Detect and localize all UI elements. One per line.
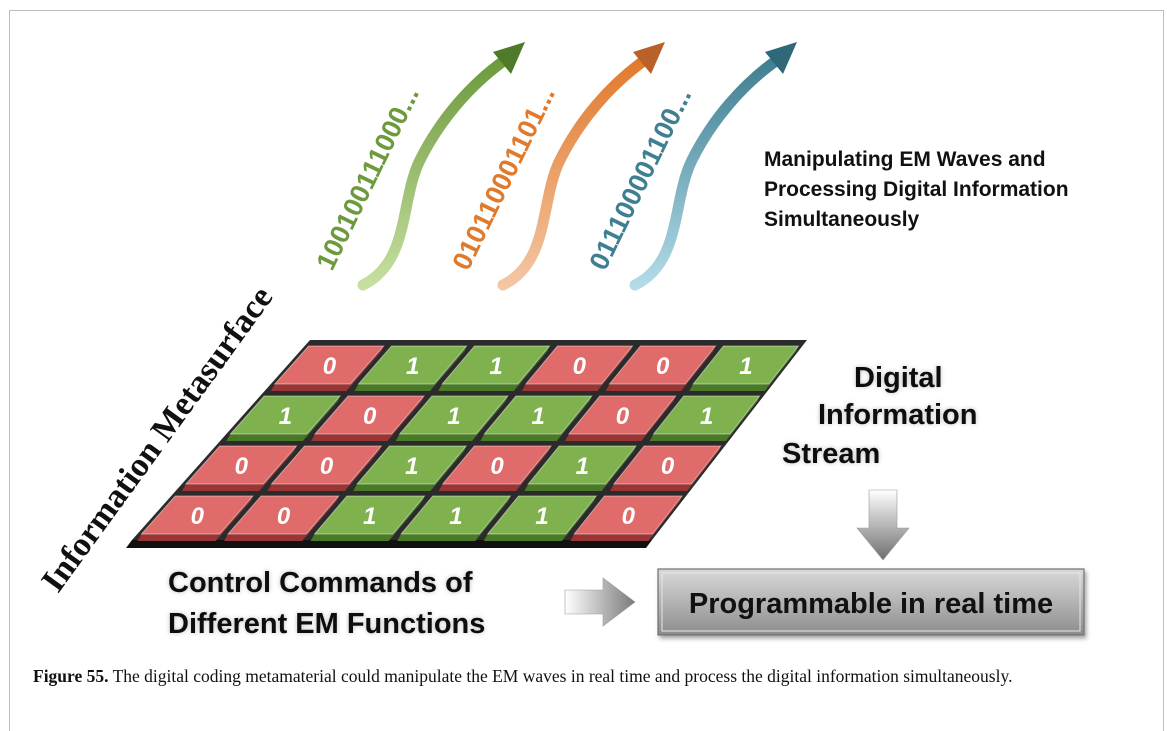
tile-value: 1	[447, 403, 460, 430]
tile-value: 1	[576, 453, 589, 480]
tile-value: 0	[490, 453, 504, 480]
tile-value: 0	[235, 453, 249, 480]
tile-value: 1	[279, 403, 292, 430]
tile-value: 0	[323, 353, 337, 380]
metasurface-tile: 1	[483, 495, 598, 541]
stream-arrowhead-icon	[493, 42, 525, 74]
metasurface-tile: 1	[649, 395, 761, 441]
metasurface-tile: 1	[524, 445, 637, 491]
tile-value: 0	[616, 403, 630, 430]
manipulating-line-2: Processing Digital Information	[764, 178, 1069, 201]
metasurface-tile: 1	[480, 395, 593, 441]
tile-value: 1	[700, 403, 713, 430]
metasurface-tile: 0	[521, 345, 634, 391]
caption-text: The digital coding metamaterial could ma…	[112, 666, 1013, 686]
stream-label-line-2: Information	[818, 399, 978, 431]
arrow-right-icon	[564, 577, 636, 627]
tile-value: 1	[449, 503, 462, 530]
tile-value: 1	[739, 353, 752, 380]
metasurface-tile: 1	[438, 345, 551, 391]
metasurface-diagram: 100100111000...010110001101...0111000011…	[35, 42, 1085, 640]
metasurface-tile: 1	[689, 345, 800, 391]
caption-label: Figure 55.	[33, 666, 109, 686]
metasurface-tile: 0	[181, 445, 298, 491]
control-label-line-2: Different EM Functions	[168, 608, 485, 640]
tile-value: 0	[661, 453, 675, 480]
tile-value: 0	[363, 403, 377, 430]
metasurface-tile: 0	[605, 345, 717, 391]
tile-value: 0	[191, 503, 205, 530]
metasurface-tile: 0	[270, 345, 385, 391]
metasurface-tile: 0	[267, 445, 383, 491]
stream-bits-2: 010110001101...	[446, 82, 561, 275]
tile-value: 1	[535, 503, 548, 530]
tile-value: 1	[405, 453, 418, 480]
programmable-label: Programmable in real time	[689, 588, 1053, 620]
figure-caption: Figure 55. The digital coding metamateri…	[33, 664, 1143, 688]
metasurface-tile: 0	[438, 445, 553, 491]
tile-value: 0	[573, 353, 587, 380]
tile-value: 0	[277, 503, 291, 530]
tile-value: 1	[406, 353, 419, 380]
tile-value: 1	[489, 353, 502, 380]
metasurface-tile: 0	[137, 495, 254, 541]
manipulating-line-3: Simultaneously	[764, 208, 920, 231]
metasurface-tile: 0	[609, 445, 722, 491]
figure-frame	[9, 10, 1164, 731]
metasurface-tile: 1	[310, 495, 426, 541]
metasurface-tile: 1	[395, 395, 509, 441]
arrow-down-icon	[856, 489, 910, 561]
metasurface-tile: 1	[353, 445, 468, 491]
tile-value: 0	[622, 503, 636, 530]
metasurface-tile: 0	[570, 495, 684, 541]
programmable-box	[657, 568, 1085, 636]
stream-arrowhead-icon	[633, 42, 665, 74]
stream-arrowhead-icon	[765, 42, 797, 74]
metasurface-tile: 0	[564, 395, 677, 441]
control-label-line-1: Control Commands of	[168, 567, 473, 599]
stream-label-line-1: Digital	[854, 362, 943, 394]
metasurface-tile: 1	[226, 395, 342, 441]
stream-arrow-1: 100100111000...	[310, 42, 525, 291]
metasurface-tile: 0	[311, 395, 426, 441]
tile-value: 0	[320, 453, 334, 480]
stream-label-line-3: Stream	[782, 438, 880, 470]
tile-value: 1	[532, 403, 545, 430]
metasurface-tile: 1	[397, 495, 512, 541]
metasurface-tile: 1	[354, 345, 468, 391]
tile-value: 0	[656, 353, 670, 380]
tile-value: 1	[363, 503, 376, 530]
metasurface-tile: 0	[224, 495, 340, 541]
manipulating-line-1: Manipulating EM Waves and	[764, 148, 1046, 171]
